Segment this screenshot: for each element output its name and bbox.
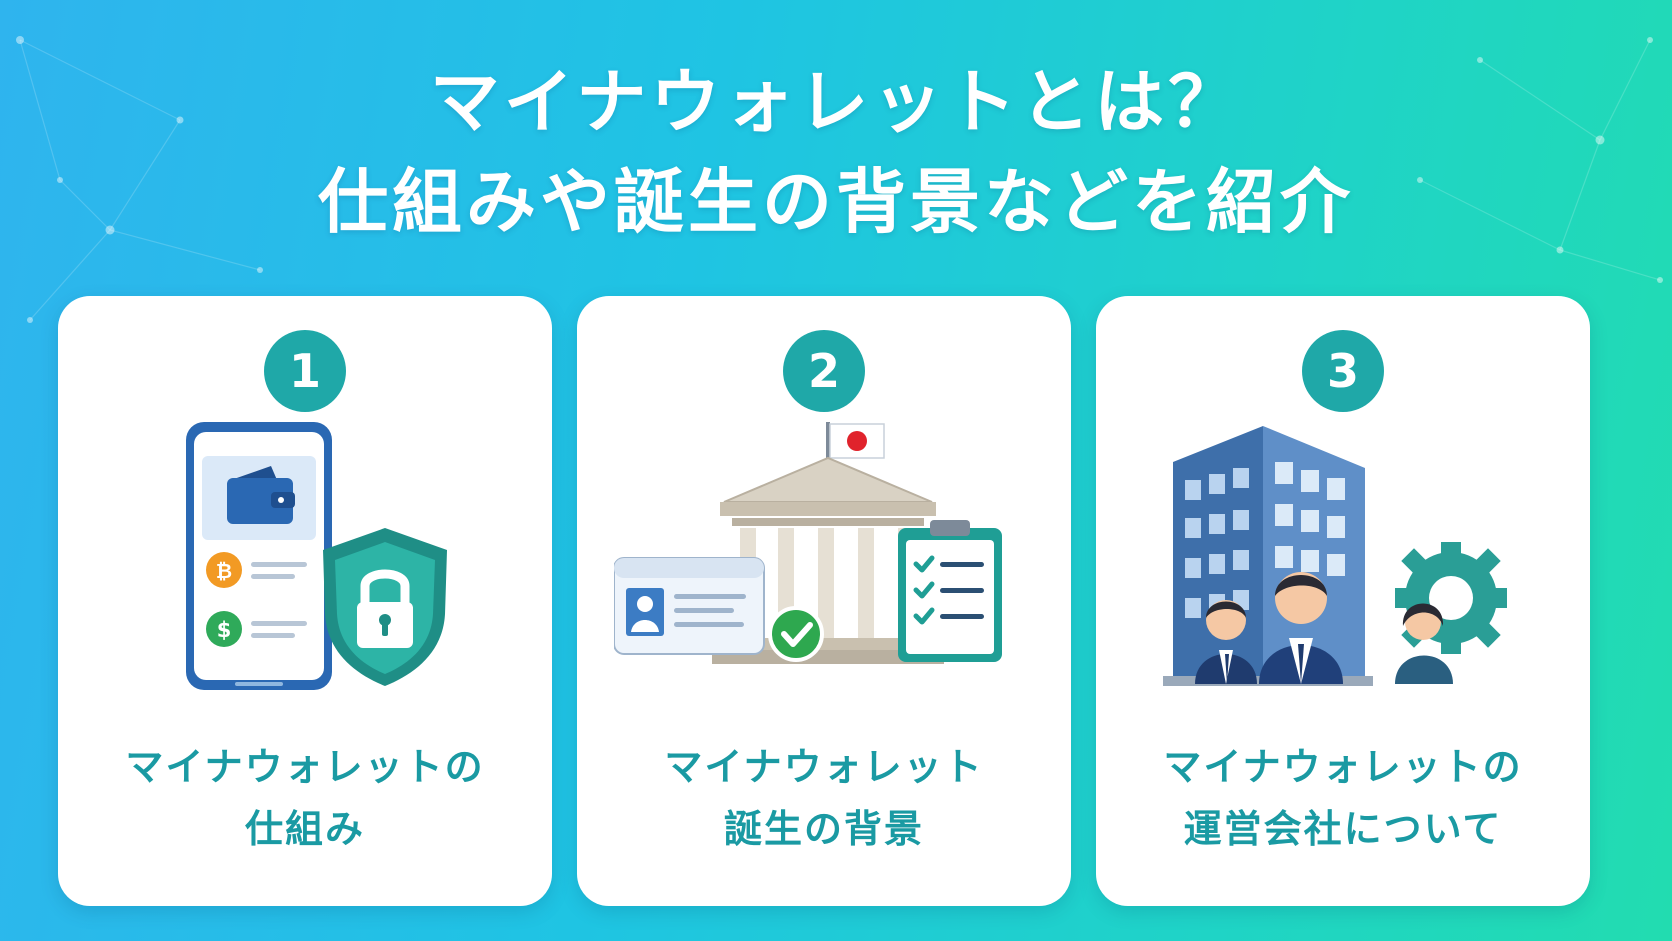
- card-label: マイナウォレットの 運営会社について: [1096, 736, 1590, 860]
- card-background[interactable]: 2: [577, 296, 1071, 906]
- company-illustration: [1163, 426, 1507, 686]
- business-people-icon: [1195, 572, 1453, 684]
- card-label: マイナウォレットの 仕組み: [58, 736, 552, 860]
- background-illustration: [614, 422, 1002, 664]
- mechanism-illustration: ₿ $: [186, 422, 447, 690]
- card-label-line2: 運営会社について: [1183, 807, 1503, 851]
- svg-text:₿: ₿: [216, 559, 232, 583]
- step-number-badge: 1: [264, 330, 346, 412]
- gear-icon: [1395, 542, 1507, 654]
- card-mechanism[interactable]: 1 ₿: [58, 296, 552, 906]
- checkmark-badge-icon: [768, 606, 824, 662]
- wallet-icon: [227, 466, 295, 524]
- government-building-icon: [712, 456, 944, 664]
- svg-text:$: $: [217, 618, 232, 642]
- page-title-line1: マイナウォレットとは？: [429, 61, 1243, 143]
- japan-flag-icon: [826, 422, 885, 466]
- card-operating-company[interactable]: 3: [1096, 296, 1590, 906]
- card-label-line1: マイナウォレットの: [125, 745, 485, 789]
- checklist-clipboard-icon: [898, 520, 1002, 662]
- id-card-icon: [614, 557, 765, 655]
- step-number-badge: 2: [783, 330, 865, 412]
- bitcoin-icon: ₿: [206, 552, 242, 588]
- office-building-icon: [1163, 426, 1373, 686]
- smartphone-icon: [186, 422, 332, 690]
- card-label-line2: 仕組み: [244, 807, 365, 851]
- card-label: マイナウォレット 誕生の背景: [577, 736, 1071, 860]
- page-title-line2: 仕組みや誕生の背景などを紹介: [318, 161, 1354, 243]
- page-title: マイナウォレットとは？ 仕組みや誕生の背景などを紹介: [0, 52, 1672, 252]
- card-label-line1: マイナウォレットの: [1163, 745, 1523, 789]
- dollar-coin-icon: $: [206, 611, 242, 647]
- shield-lock-icon: [323, 528, 447, 686]
- card-label-line1: マイナウォレット: [664, 745, 984, 789]
- card-label-line2: 誕生の背景: [723, 807, 924, 851]
- step-number-badge: 3: [1302, 330, 1384, 412]
